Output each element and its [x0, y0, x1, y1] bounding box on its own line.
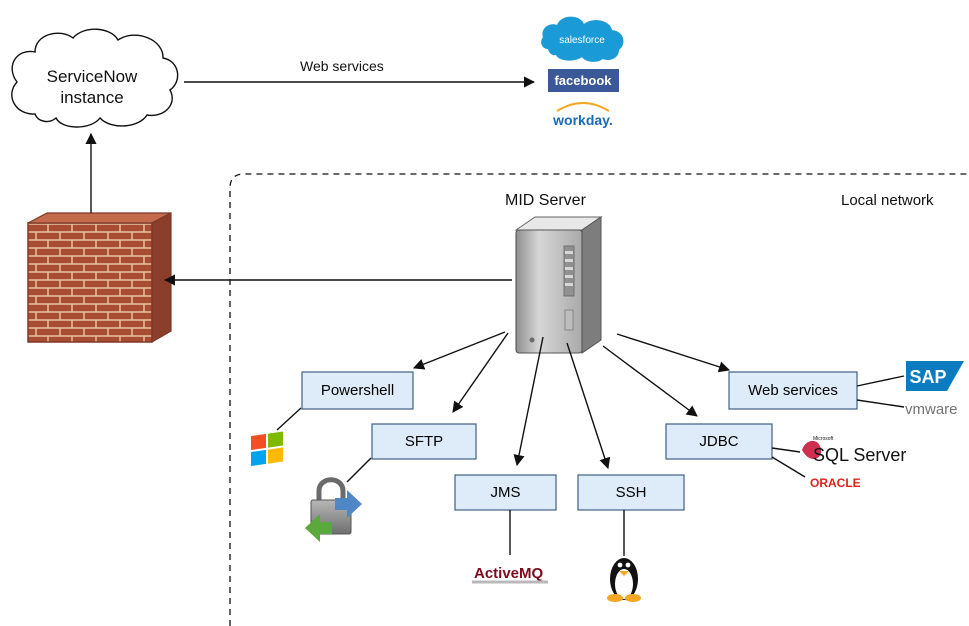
web-services-box-label: Web services: [748, 382, 838, 399]
cloud-icon: [11, 28, 179, 128]
linux-penguin-icon: [607, 558, 641, 602]
powershell-label: Powershell: [321, 382, 394, 399]
arrow-to-web-services: [616, 333, 731, 373]
jdbc-to-oracle-line: [771, 456, 806, 478]
web-services-box: Web services: [728, 371, 858, 410]
vmware-logo: vmware: [905, 401, 958, 418]
powershell-to-windows-line: [276, 407, 302, 431]
oracle-logo: ORACLE: [810, 476, 861, 490]
web-services-to-vmware-line: [856, 399, 905, 408]
sql-server-logo-text: SQL Server: [813, 445, 906, 465]
arrow-to-jms: [513, 336, 544, 467]
jdbc-label: JDBC: [699, 433, 738, 450]
sftp-label: SFTP: [405, 433, 443, 450]
arrow-to-sftp: [452, 332, 509, 413]
windows-flag-icon: [251, 431, 283, 466]
sap-logo: SAP: [906, 361, 964, 391]
jms-label: JMS: [491, 484, 521, 501]
cloud-title-line-2: instance: [60, 88, 123, 107]
local-network-label: Local network: [841, 192, 934, 209]
firewall-brick-icon: [27, 222, 153, 343]
salesforce-logo: salesforce: [541, 16, 624, 62]
facebook-logo-text: facebook: [554, 73, 612, 88]
salesforce-logo-text: salesforce: [559, 35, 605, 46]
workday-logo: workday.: [552, 102, 613, 128]
ssh-label: SSH: [616, 484, 647, 501]
web-services-to-sap-line: [856, 375, 905, 387]
facebook-logo: facebook: [548, 69, 619, 92]
cloud-title-line-1: ServiceNow: [47, 67, 138, 86]
sap-logo-text: SAP: [909, 367, 946, 387]
microsoft-logo-text: Microsoft: [813, 436, 834, 442]
padlock-icon: [305, 477, 362, 542]
mid-server-label: MID Server: [505, 192, 587, 209]
sftp-to-padlock-line: [346, 457, 372, 483]
arrow-to-ssh: [566, 342, 611, 470]
jdbc-box: JDBC: [665, 423, 773, 460]
jdbc-to-sql-server-line: [771, 447, 801, 453]
servicenow-instance-cloud: ServiceNow instance: [11, 28, 179, 128]
workday-logo-text: workday.: [552, 112, 613, 128]
arrow-to-jdbc: [602, 345, 698, 417]
vmware-logo-text: vmware: [905, 401, 958, 418]
web-services-top-label: Web services: [300, 58, 384, 74]
powershell-box: Powershell: [301, 371, 414, 410]
activemq-logo-text: ActiveMQ: [474, 565, 544, 582]
firewall: [27, 212, 172, 344]
jms-box: JMS: [454, 474, 557, 511]
ssh-box: SSH: [577, 474, 685, 511]
activemq-logo: ActiveMQ: [472, 565, 548, 584]
sftp-box: SFTP: [371, 423, 477, 460]
arrow-to-powershell: [412, 331, 506, 370]
server-tower-icon: [514, 216, 603, 354]
sql-server-logo: Microsoft SQL Server: [802, 436, 906, 465]
oracle-logo-text: ORACLE: [810, 476, 861, 490]
